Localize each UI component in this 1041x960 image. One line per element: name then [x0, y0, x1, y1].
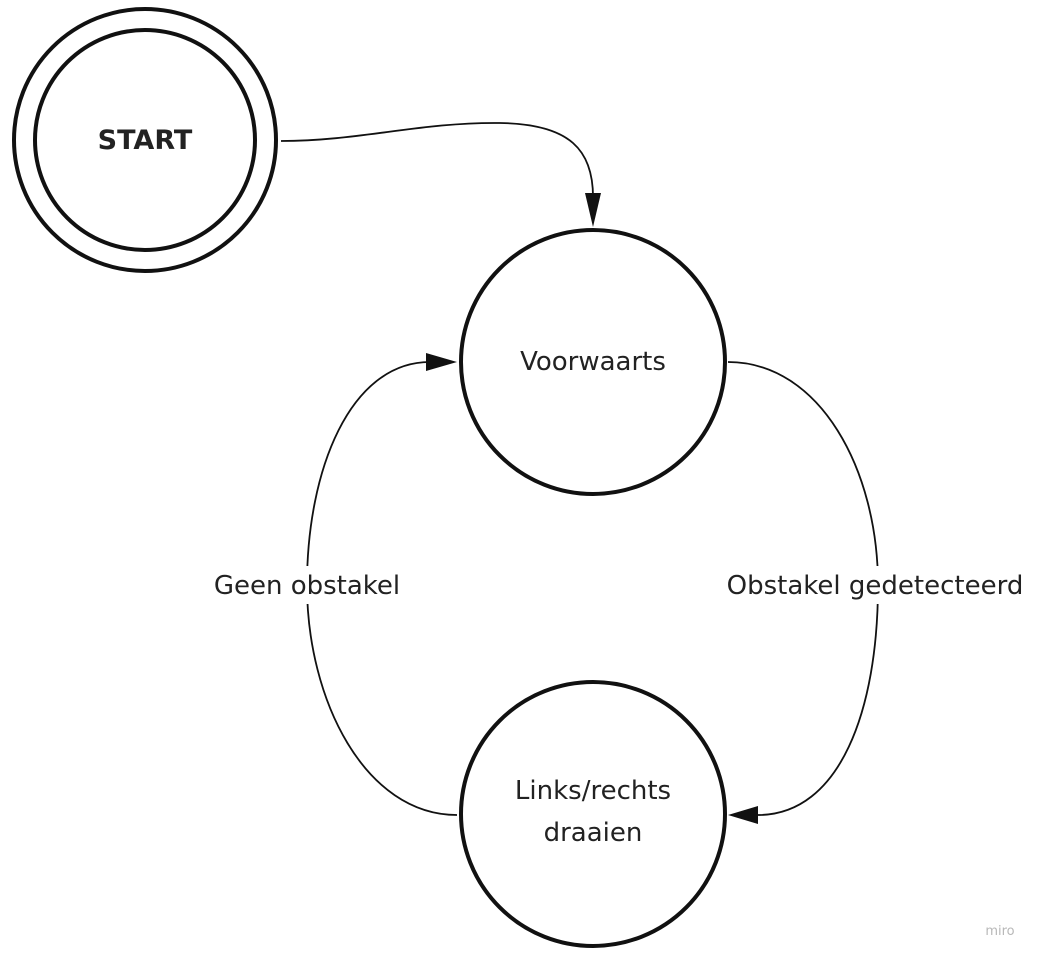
edge-label-no-obstacle: Geen obstakel: [214, 571, 400, 601]
edge-start-to-forward: [280, 122, 601, 227]
node-forward-label: Voorwaarts: [520, 347, 666, 377]
node-turn-label-line2: draaien: [544, 818, 643, 848]
miro-watermark: miro: [985, 924, 1014, 939]
edge-start-to-forward-line: [280, 122, 594, 201]
node-turn: Links/rechts draaien: [459, 680, 727, 948]
node-turn-circle: [459, 680, 727, 948]
edge-label-background: [203, 566, 411, 604]
node-forward: Voorwaarts: [459, 228, 727, 496]
node-turn-label-line1: Links/rechts: [515, 776, 671, 806]
edge-label-obstacle-detected: Obstakel gedetecteerd: [727, 571, 1024, 601]
arrowhead-icon: [426, 353, 457, 371]
node-forward-circle: [459, 228, 727, 496]
edge-label-background: [714, 566, 1036, 604]
node-start: START: [12, 7, 278, 273]
node-start-inner-ring: [33, 28, 257, 252]
arrowhead-icon: [728, 806, 758, 824]
node-start-label: START: [98, 125, 193, 156]
arrowhead-icon: [585, 193, 601, 227]
